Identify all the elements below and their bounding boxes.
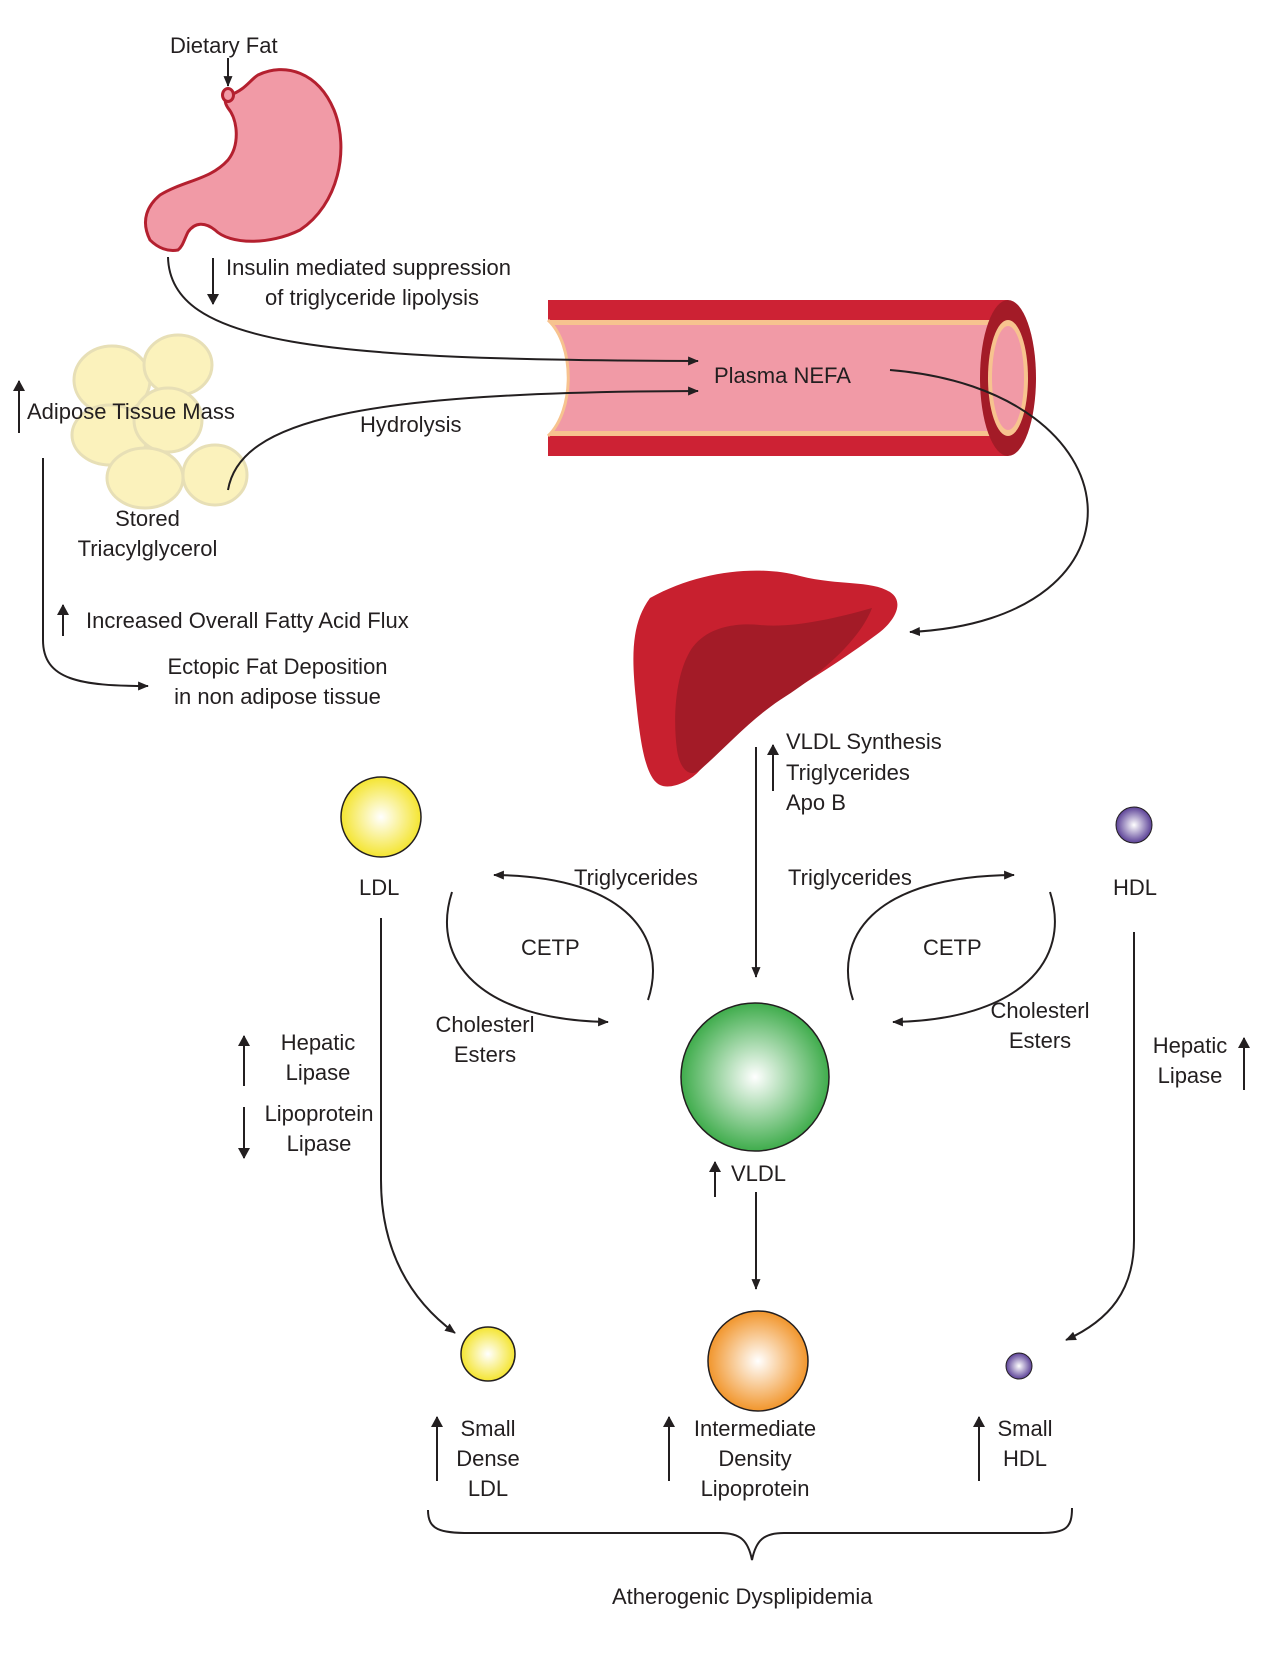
nefa-to-liver-arrow bbox=[889, 369, 1089, 637]
increase-arrow-icon bbox=[709, 1161, 721, 1197]
vldl-label: VLDL bbox=[731, 1161, 787, 1186]
hepatic-lipase-left-line2: Lipase bbox=[285, 1060, 351, 1085]
lipoprotein-lipase-line1: Lipoprotein bbox=[264, 1101, 374, 1126]
cholesteryl-esters-right-line2: Esters bbox=[1008, 1028, 1072, 1053]
ldl-to-small-dense-ldl-arrow bbox=[380, 918, 456, 1334]
ldl-label: LDL bbox=[359, 875, 400, 900]
triglycerides-to-ldl-arrow bbox=[493, 870, 654, 1001]
cholesteryl-esters-to-vldl-left-arrow bbox=[446, 891, 609, 1027]
hepatic-lipase-left-line1: Hepatic bbox=[280, 1030, 356, 1055]
hydrolysis-label: Hydrolysis bbox=[360, 412, 462, 437]
idl-line1: Intermediate bbox=[693, 1416, 817, 1441]
fatty-acid-flux-label: Increased Overall Fatty Acid Flux bbox=[86, 608, 409, 633]
ldl-particle bbox=[340, 776, 422, 858]
adipose-cells-icon bbox=[70, 333, 249, 510]
triglycerides-left-label: Triglycerides bbox=[574, 865, 698, 890]
stored-label-line1: Stored bbox=[115, 506, 180, 531]
vldl-synthesis-label: VLDL Synthesis bbox=[786, 729, 942, 754]
stored-label-line2: Triacylglycerol bbox=[77, 536, 218, 561]
triglycerides-right-label: Triglycerides bbox=[788, 865, 912, 890]
apo-b-label: Apo B bbox=[786, 790, 846, 815]
increase-arrow-icon bbox=[1238, 1037, 1250, 1090]
dietary-fat-label: Dietary Fat bbox=[170, 33, 278, 58]
increase-arrow-icon bbox=[767, 744, 779, 791]
small-hdl-line2: HDL bbox=[1002, 1446, 1047, 1471]
hdl-to-small-hdl-arrow bbox=[1065, 932, 1135, 1341]
ectopic-fat-arrow bbox=[42, 458, 149, 691]
increase-arrow-icon bbox=[973, 1416, 985, 1481]
increase-arrow-icon bbox=[13, 380, 25, 433]
increase-arrow-icon bbox=[431, 1416, 443, 1481]
hepatic-lipase-right-line1: Hepatic bbox=[1152, 1033, 1228, 1058]
triglycerides-to-hdl-arrow bbox=[847, 870, 1015, 1001]
increase-arrow-icon bbox=[663, 1416, 675, 1481]
vldl-particle bbox=[680, 1002, 830, 1152]
liver-icon bbox=[633, 570, 898, 787]
cholesteryl-esters-to-vldl-right-arrow bbox=[892, 891, 1056, 1027]
increase-arrow-icon bbox=[57, 604, 69, 636]
vldl-triglycerides-label: Triglycerides bbox=[786, 760, 910, 785]
hdl-label: HDL bbox=[1113, 875, 1158, 900]
cholesteryl-esters-left-line2: Esters bbox=[453, 1042, 517, 1067]
adipose-mass-label: Adipose Tissue Mass bbox=[27, 399, 235, 424]
small-dense-ldl-line2: Dense bbox=[456, 1446, 520, 1471]
ectopic-label-line2: in non adipose tissue bbox=[174, 684, 381, 709]
plasma-nefa-label: Plasma NEFA bbox=[714, 363, 851, 388]
small-dense-ldl-line3: LDL bbox=[467, 1476, 509, 1501]
stomach-icon bbox=[144, 68, 343, 252]
cetp-left-label: CETP bbox=[521, 935, 580, 960]
small-hdl-line1: Small bbox=[997, 1416, 1053, 1441]
insulin-label-line1: Insulin mediated suppression bbox=[226, 255, 511, 280]
hydrolysis-arrow bbox=[227, 386, 699, 491]
cetp-right-label: CETP bbox=[923, 935, 982, 960]
increase-arrow-icon bbox=[238, 1035, 250, 1086]
hdl-particle bbox=[1115, 806, 1153, 844]
hepatic-lipase-right-line2: Lipase bbox=[1157, 1063, 1223, 1088]
decrease-arrow-icon bbox=[207, 258, 219, 305]
insulin-label-line2: of triglyceride lipolysis bbox=[265, 285, 479, 310]
idl-particle bbox=[707, 1310, 809, 1412]
idl-line2: Density bbox=[718, 1446, 792, 1471]
ectopic-label-line1: Ectopic Fat Deposition bbox=[167, 654, 388, 679]
atherogenic-brace bbox=[427, 1507, 1073, 1561]
stomach-to-nefa-arrow bbox=[167, 256, 699, 366]
small-hdl-particle bbox=[1005, 1352, 1033, 1380]
atherogenic-dyslipidemia-label: Atherogenic Dysplipidemia bbox=[612, 1584, 873, 1609]
cholesteryl-esters-left-line1: Cholesterl bbox=[435, 1012, 535, 1037]
lipoprotein-lipase-line2: Lipase bbox=[286, 1131, 352, 1156]
decrease-arrow-icon bbox=[238, 1107, 250, 1159]
small-dense-ldl-line1: Small bbox=[460, 1416, 516, 1441]
cholesteryl-esters-right-line1: Cholesterl bbox=[990, 998, 1090, 1023]
idl-line3: Lipoprotein bbox=[700, 1476, 810, 1501]
small-dense-ldl-particle bbox=[460, 1326, 516, 1382]
